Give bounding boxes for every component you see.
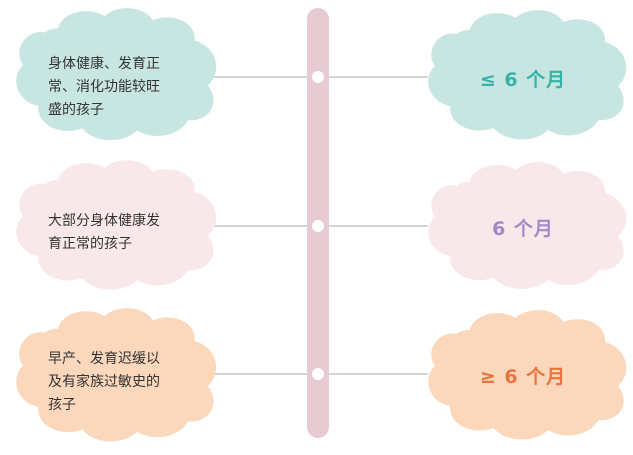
row-1-age: ≤ 6 个月 [479,69,567,91]
row-2-age: 6 个月 [492,218,554,240]
row-1-description: 身体健康、发育正 常、消化功能较旺 盛的孩子 [48,56,160,118]
timeline-dot-1 [312,71,324,83]
timeline-dot-2 [312,220,324,232]
row-3-age: ≥ 6 个月 [479,366,567,388]
row-3-description: 早产、发育迟缓以 及有家族过敏史的 孩子 [48,351,160,413]
timeline-dot-3 [312,368,324,380]
row-2-description: 大部分身体健康发 育正常的孩子 [48,213,160,252]
